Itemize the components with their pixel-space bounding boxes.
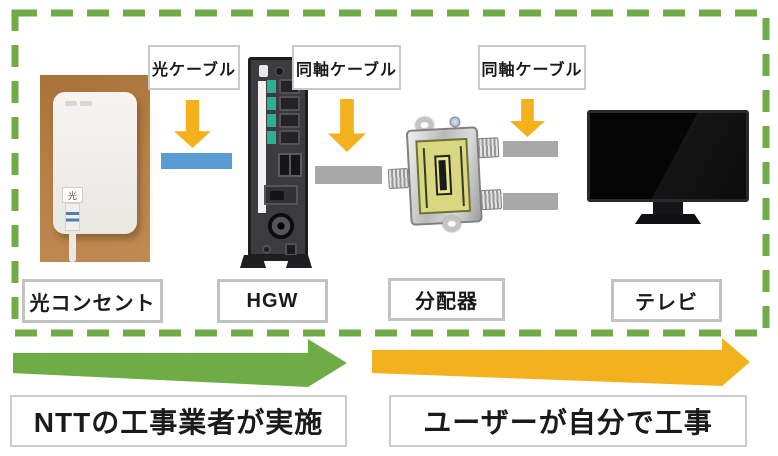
device-label-optical-outlet: 光コンセント bbox=[22, 279, 163, 323]
cable-label-coax-1: 同軸ケーブル bbox=[292, 45, 401, 90]
down-arrow-icon bbox=[328, 99, 366, 152]
hgw-lan-port bbox=[279, 130, 300, 145]
hgw-top-port bbox=[259, 65, 268, 77]
hgw-lan-port bbox=[279, 113, 300, 128]
splitter-assembly bbox=[385, 101, 508, 241]
optical-sc-connector bbox=[65, 203, 80, 231]
hgw-power-recess bbox=[264, 185, 298, 205]
hgw-foot-bar bbox=[252, 255, 300, 261]
sticker-print bbox=[459, 146, 465, 207]
tv-stand-base bbox=[635, 214, 701, 224]
footer-label-user-work: ユーザーが自分で工事 bbox=[389, 395, 747, 447]
cable-label-coax-2: 同軸ケーブル bbox=[478, 45, 586, 90]
hgw-power-plug bbox=[270, 191, 284, 200]
sticker-code-bar bbox=[438, 160, 447, 191]
coax-cable-bar bbox=[315, 166, 382, 184]
splitter-body bbox=[405, 126, 483, 226]
hgw-lan-led bbox=[267, 114, 276, 127]
mounting-ear bbox=[442, 215, 462, 233]
tv-stand-neck bbox=[653, 202, 683, 215]
device-label-tv: テレビ bbox=[611, 279, 722, 322]
screw bbox=[449, 116, 461, 128]
device-label-hgw: HGW bbox=[217, 279, 328, 323]
splitter-device bbox=[387, 104, 504, 238]
optical-drop-cable bbox=[69, 231, 76, 262]
user-scope-arrow bbox=[372, 338, 750, 386]
tv-device bbox=[587, 110, 749, 224]
device-label-splitter: 分配器 bbox=[388, 278, 505, 321]
optical-outlet-photo: 光 bbox=[40, 75, 150, 262]
cable-label-optical: 光ケーブル bbox=[148, 45, 240, 90]
sticker-print bbox=[422, 148, 428, 209]
down-arrow-icon bbox=[510, 99, 545, 137]
vent-slot bbox=[80, 101, 92, 106]
vent-slot bbox=[65, 101, 77, 106]
hgw-lan-port bbox=[279, 96, 300, 111]
hgw-lan-led bbox=[267, 131, 276, 144]
hgw-lan-led bbox=[267, 97, 276, 110]
sticker-code-box bbox=[434, 154, 453, 196]
splitter-sticker bbox=[415, 137, 472, 215]
hgw-top-button bbox=[276, 68, 283, 75]
optical-cable-bar bbox=[161, 153, 232, 169]
hgw-coax-connector bbox=[268, 213, 294, 239]
down-arrow-icon bbox=[174, 100, 211, 148]
coax-cable-bar bbox=[503, 193, 558, 210]
optical-mark-label: 光 bbox=[62, 187, 83, 203]
coax-cable-bar bbox=[503, 141, 558, 157]
footer-label-ntt-work: NTTの工事業者が実施 bbox=[10, 395, 347, 447]
hgw-phone-ports bbox=[278, 153, 302, 177]
hgw-label-strip bbox=[258, 81, 266, 213]
hgw-ground-terminal bbox=[262, 245, 271, 254]
ntt-scope-arrow bbox=[13, 339, 347, 387]
tv-screen bbox=[587, 110, 749, 202]
hgw-lan-led bbox=[267, 80, 276, 93]
splitter-input-connector bbox=[387, 167, 409, 190]
